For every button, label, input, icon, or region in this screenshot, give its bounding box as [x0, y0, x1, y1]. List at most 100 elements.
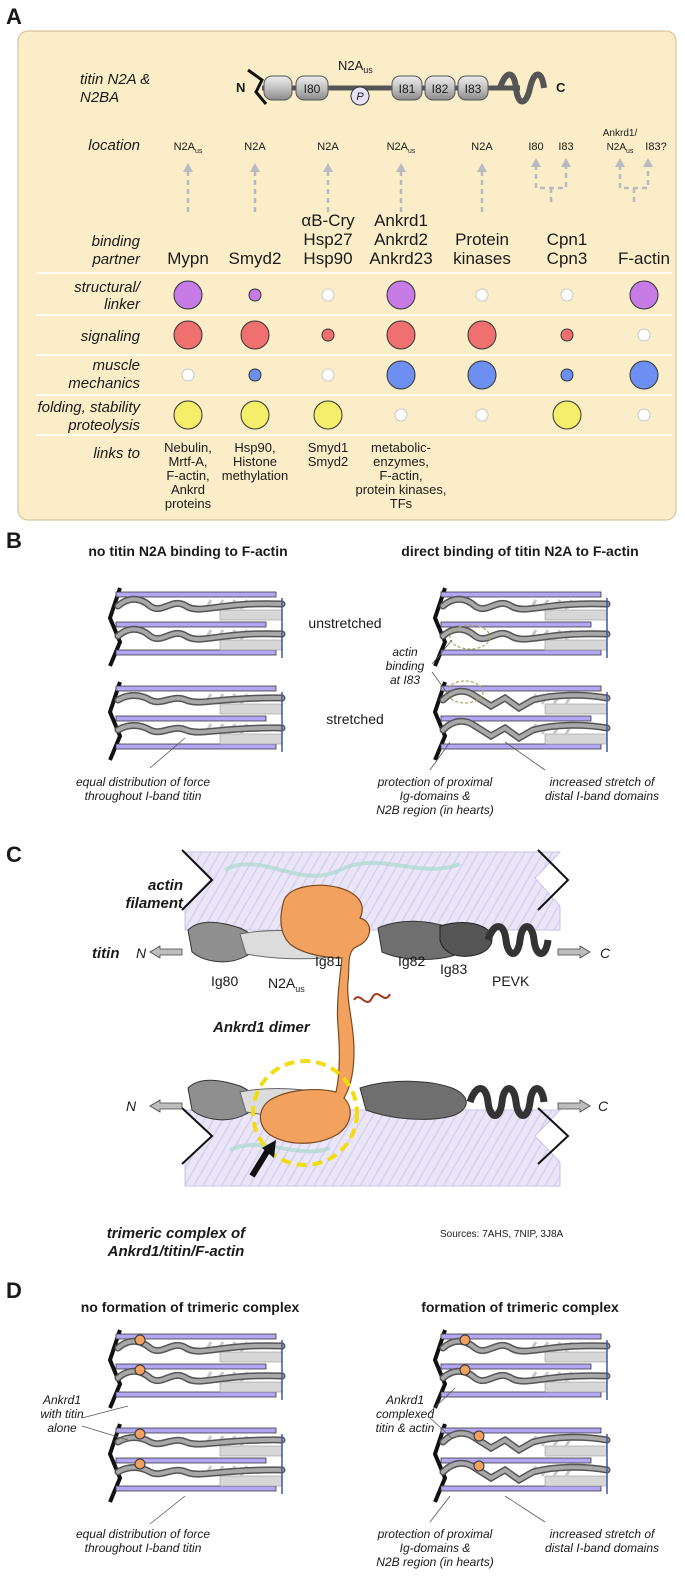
links-to-texts: Nebulin,Mrtf-A,F-actin,AnkrdproteinsHsp9…: [164, 440, 446, 511]
z-disc: [107, 1423, 123, 1503]
links-to-text: F-actin,: [379, 468, 422, 483]
structural-model: [149, 849, 591, 1187]
panel-a-background: [17, 30, 677, 521]
titin-strand-highlight: [441, 719, 609, 741]
location-abcry: N2A: [317, 141, 339, 153]
location-arrows: [186, 165, 650, 212]
label-stretched: stretched: [326, 711, 384, 727]
domain-i82: I82: [432, 82, 449, 96]
actin-filament: [115, 1391, 277, 1398]
thick-filament: [544, 1351, 608, 1363]
location-arrowheads: [183, 158, 653, 172]
thick-filament: [544, 703, 608, 715]
ankrd1-complexed-line1: Ankrd1: [385, 1393, 424, 1407]
folding-circle-2: [240, 400, 270, 430]
partner-abcry: αB-Cry: [301, 211, 355, 230]
caption-b-right-line1: increased stretch of: [550, 775, 656, 789]
label-unstretched: unstretched: [308, 615, 381, 631]
actin-filament: [115, 1485, 277, 1492]
titin-strand-highlight: [116, 723, 284, 735]
titin-ig82-bottom: [359, 1080, 467, 1120]
actin-filament: [115, 715, 267, 722]
titin-c-arrow-top: [557, 945, 591, 959]
sarcomere-diagram-d-left: [107, 1329, 286, 1503]
links-to-text: Smyd1: [308, 440, 348, 455]
signaling-circle-1: [173, 320, 203, 350]
signaling-circle-2: [240, 320, 270, 350]
thick-filament: [544, 639, 608, 651]
trimeric-complex-highlight: [251, 1059, 359, 1167]
ankrd1-marker: [473, 1460, 485, 1472]
location-factin-line1: Ankrd1/: [603, 128, 638, 139]
label-titin: titin: [92, 945, 120, 962]
titin-n-arrow-top: [149, 945, 183, 959]
panel-b-right-title: direct binding of titin N2A to F-actin: [401, 543, 638, 559]
ankrd1-marker: [134, 1334, 146, 1346]
actin-binding-line3: at I83: [390, 673, 420, 687]
label-actin-line1: actin: [148, 877, 183, 894]
titin-strand-highlight: [441, 1431, 609, 1453]
panel-b-letter: B: [6, 528, 22, 553]
actin-binding-line2: binding: [386, 659, 425, 673]
actin-filament: [440, 1485, 602, 1492]
caption-pointers-d-right: [429, 1495, 546, 1523]
z-disc: [107, 681, 123, 761]
thick-filament: [219, 1381, 283, 1393]
label-c-top: C: [600, 945, 611, 961]
label-ankrd1-dimer: Ankrd1 dimer: [212, 1019, 311, 1036]
filament-break-left-bottom: [181, 1107, 214, 1165]
folding-circle-7: [637, 408, 651, 422]
location-factin-i83: I83?: [645, 141, 666, 153]
actin-filament: [115, 1427, 277, 1434]
structural-circle-1: [173, 280, 203, 310]
trimeric-complex-arrow: [249, 1148, 271, 1178]
structural-circle-5: [475, 288, 489, 302]
partner-ankrd1: Ankrd1: [374, 211, 428, 230]
actin-filament: [115, 743, 277, 750]
label-n-bottom: N: [126, 1098, 137, 1114]
ankrd1-complexed-pointers: [429, 1387, 456, 1439]
partner-ankrd2: Ankrd2: [374, 230, 428, 249]
signaling-circle-4: [386, 320, 416, 350]
row-label-links: links to: [93, 445, 140, 462]
domain-i80: I80: [304, 82, 321, 96]
actin-filament: [115, 1457, 267, 1464]
caption-b-left-line2: throughout I-band titin: [85, 789, 202, 803]
signaling-circle-6: [560, 328, 574, 342]
label-sources: Sources: 7AHS, 7NIP, 3J8A: [440, 1229, 564, 1240]
caption-b-mid-line1: protection of proximal: [377, 775, 493, 789]
links-to-text: Hsp90,: [234, 440, 275, 455]
actin-filament: [440, 685, 602, 692]
caption-d-right-line2: distal I-band domains: [545, 1541, 659, 1555]
mechanics-circle-2: [248, 368, 262, 382]
titin-strand-highlight: [116, 1435, 284, 1447]
row-separators: [36, 272, 672, 436]
links-to-text: Smyd2: [308, 454, 348, 469]
titin-label-line1: titin N2A &: [80, 71, 150, 88]
links-to-text: enzymes,: [373, 454, 429, 469]
titin-domain-diagram: [247, 68, 547, 106]
partner-mypn: Mypn: [167, 249, 209, 268]
thick-filament: [544, 1381, 608, 1393]
partner-cpn3: Cpn3: [547, 249, 588, 268]
titin-strand-highlight: [116, 597, 284, 612]
label-ig82: Ig82: [398, 953, 425, 969]
folding-circle-6: [552, 400, 582, 430]
z-disc: [432, 1329, 448, 1409]
actin-filament: [440, 621, 592, 628]
actin-filament: [115, 621, 267, 628]
caption-b-left-line1: equal distribution of force: [76, 775, 210, 789]
sarcomere-diagram-b-left: [107, 587, 286, 761]
actin-filament: [440, 1363, 592, 1370]
titin-label-line2: N2BA: [80, 89, 119, 106]
location-smyd2: N2A: [244, 141, 266, 153]
ankrd1-complexed-line3: titin & actin: [376, 1421, 435, 1435]
actin-filament: [440, 1333, 602, 1340]
caption-d-right-line1: increased stretch of: [550, 1527, 656, 1541]
ankrd1-complexed-line2: complexed: [376, 1407, 434, 1421]
actin-binding-circle-1: [449, 624, 491, 650]
folding-circle-1: [173, 400, 203, 430]
actin-filament: [440, 649, 602, 656]
titin-c-arrow-bottom: [557, 1099, 591, 1113]
panel-d-left-title: no formation of trimeric complex: [81, 1299, 300, 1315]
